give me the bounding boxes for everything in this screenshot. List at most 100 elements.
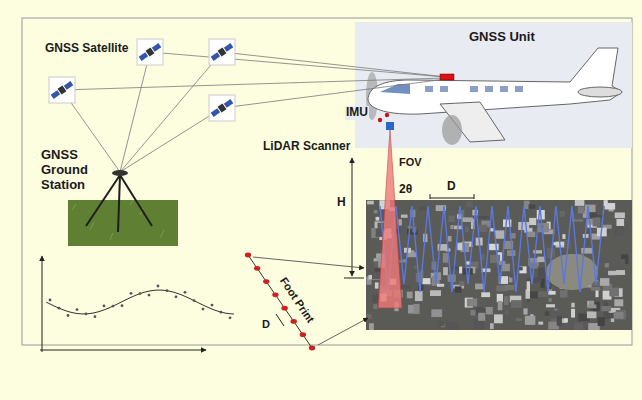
point-sample [202,308,205,311]
footprint-dot [263,279,269,284]
city-block [559,211,565,217]
imu-label: IMU [345,106,369,120]
city-block [414,304,420,314]
footprint-dot [272,292,278,297]
point-sample [67,314,70,317]
city-block [604,203,615,209]
point-sample [58,307,61,310]
city-block [490,255,500,263]
city-block [616,270,625,275]
city-block [549,298,552,302]
city-block [457,243,462,250]
city-block [615,212,625,218]
city-block [609,288,619,297]
city-block [620,259,625,266]
point-sample [220,311,223,314]
city-block [448,236,452,242]
city-block [446,322,458,329]
city-block [598,317,605,326]
height-label: H [336,196,347,210]
footprint-dot [254,266,260,271]
city-block [455,286,462,292]
city-block [465,226,469,232]
city-block [459,281,464,286]
imu-symbol [378,113,389,122]
point-sample [166,289,169,292]
city-block [373,304,377,309]
city-block [614,312,624,319]
city-block [527,232,536,237]
city-block [443,253,449,263]
city-block [507,250,515,256]
satellite-label: GNSS Satellite [44,42,129,56]
city-block [459,267,462,274]
city-block [562,234,565,239]
satellite [209,95,235,121]
city-block [529,218,536,225]
point-sample [85,313,88,316]
city-block [398,219,401,225]
city-block [553,242,564,245]
city-block [443,267,448,275]
city-block [490,323,494,329]
city-block [504,285,514,290]
city-block [527,281,530,291]
city-block [574,323,582,330]
point-sample [121,304,124,307]
point-sample [229,316,232,319]
point-sample [175,295,178,298]
point-sample [211,304,214,307]
city-block [511,300,522,308]
city-block [525,316,535,325]
city-block [510,274,513,278]
city-block [439,322,444,327]
city-block [545,311,550,315]
city-block [466,202,473,208]
city-block [478,216,488,219]
point-sample [184,291,187,294]
angle-label: 2θ [398,183,413,197]
city-block [571,309,575,318]
city-block [462,217,473,222]
city-block [474,319,484,329]
city-block [529,204,536,208]
city-block [374,210,378,213]
city-block [504,296,509,305]
ground-tick [344,278,364,279]
city-block [538,291,548,297]
city-block [518,222,529,230]
city-block [431,309,442,317]
city-block [526,289,530,298]
lidar-scanner [386,122,394,130]
spacing-label: D [261,318,271,331]
city-block [367,201,374,205]
fov-label: FOV [398,156,423,169]
signal-lines [62,52,446,108]
city-block [422,278,430,284]
city-block [537,257,544,262]
profile-plot [40,256,234,352]
city-block [401,215,408,218]
city-block [452,266,461,271]
point-sample [193,299,196,302]
city-block [448,215,455,221]
city-block [578,206,585,213]
point-sample [130,292,133,295]
city-block [614,299,623,306]
city-block [601,306,611,311]
city-block [516,318,522,321]
satellite [49,77,75,103]
city-block [564,318,568,322]
city-block [591,287,601,291]
city-block [546,304,555,307]
frame [22,18,632,345]
city-block [407,292,413,299]
city-block [450,225,453,229]
city-block [463,268,473,274]
city-block [479,225,487,232]
city-block [596,291,599,298]
point-sample [103,305,106,308]
scan-pattern [380,206,604,292]
plaza [546,254,598,290]
city-block [407,252,416,257]
